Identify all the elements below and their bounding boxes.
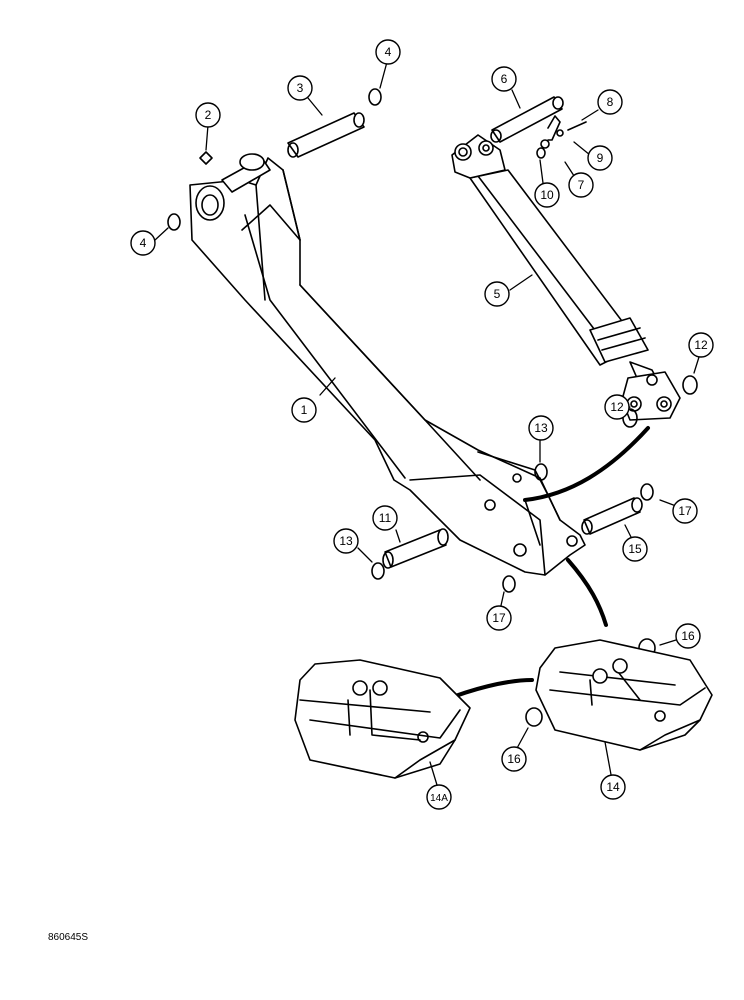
callout-12-left: 12 xyxy=(604,394,630,420)
svg-text:2: 2 xyxy=(205,108,212,122)
figure-code: 860645S xyxy=(48,932,89,943)
callout-7: 7 xyxy=(568,172,594,198)
svg-text:8: 8 xyxy=(607,95,614,109)
callout-17-right: 17 xyxy=(672,498,698,524)
svg-text:16: 16 xyxy=(681,629,695,643)
boom-arm xyxy=(189,153,586,576)
callout-5: 5 xyxy=(484,281,510,307)
callout-4-top: 4 xyxy=(375,39,401,65)
callout-1: 1 xyxy=(291,397,317,423)
svg-text:1: 1 xyxy=(301,403,308,417)
callout-15: 15 xyxy=(622,536,648,562)
callout-4-left: 4 xyxy=(130,230,156,256)
callout-9: 9 xyxy=(587,145,613,171)
pin-3 xyxy=(287,112,365,158)
callout-6: 6 xyxy=(491,66,517,92)
pin-11 xyxy=(382,528,449,569)
svg-text:5: 5 xyxy=(494,287,501,301)
svg-text:15: 15 xyxy=(628,542,642,556)
callout-14: 14 xyxy=(600,774,626,800)
svg-text:4: 4 xyxy=(140,236,147,250)
svg-text:3: 3 xyxy=(297,81,304,95)
shoe-14a xyxy=(294,659,471,779)
shoe-14 xyxy=(535,639,713,751)
svg-text:16: 16 xyxy=(507,752,521,766)
svg-text:13: 13 xyxy=(534,421,548,435)
callout-12-right: 12 xyxy=(688,332,714,358)
hydraulic-cylinder xyxy=(451,134,681,421)
small-hardware xyxy=(536,115,587,159)
svg-text:13: 13 xyxy=(339,534,353,548)
pin-6 xyxy=(490,96,564,143)
callout-2: 2 xyxy=(195,102,221,128)
callouts: 1 2 3 4 4 5 6 7 8 9 10 11 12 12 13 13 14… xyxy=(130,39,714,810)
svg-text:4: 4 xyxy=(385,45,392,59)
svg-text:11: 11 xyxy=(379,511,392,525)
callout-3: 3 xyxy=(287,75,313,101)
callout-10: 10 xyxy=(534,182,560,208)
svg-text:6: 6 xyxy=(501,72,508,86)
callout-11: 11 xyxy=(372,505,398,531)
callout-17-left: 17 xyxy=(486,605,512,631)
callout-16-right: 16 xyxy=(675,623,701,649)
callout-14a: 14A xyxy=(426,784,452,810)
callout-13-right: 13 xyxy=(528,415,554,441)
svg-text:14: 14 xyxy=(606,780,620,794)
callout-8: 8 xyxy=(597,89,623,115)
pin-15 xyxy=(581,497,643,535)
svg-text:17: 17 xyxy=(492,611,506,625)
callout-16-left: 16 xyxy=(501,746,527,772)
svg-text:14A: 14A xyxy=(430,793,448,804)
grease-fitting-2 xyxy=(199,151,213,165)
svg-text:17: 17 xyxy=(678,504,692,518)
callout-13-left: 13 xyxy=(333,528,359,554)
svg-text:12: 12 xyxy=(610,400,624,414)
svg-text:7: 7 xyxy=(578,178,585,192)
svg-text:9: 9 xyxy=(597,151,604,165)
svg-text:12: 12 xyxy=(694,338,708,352)
svg-text:10: 10 xyxy=(540,188,554,202)
